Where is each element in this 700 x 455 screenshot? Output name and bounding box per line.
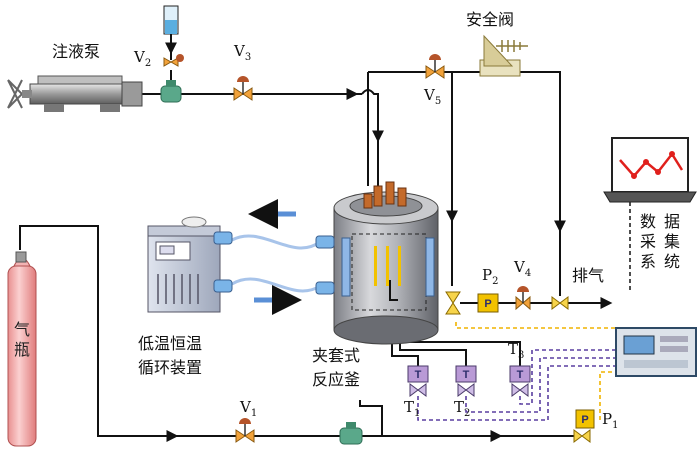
t2-label: T2 [454, 398, 470, 419]
jacketed-reactor [333, 181, 439, 345]
v2-sub: 2 [144, 58, 152, 69]
t2-badge: T [463, 369, 470, 381]
das-char-4: 集 [663, 232, 680, 251]
valve-v3 [233, 76, 253, 101]
p1-label: P1 [602, 410, 618, 431]
v1-main: V [240, 398, 251, 416]
laptop [603, 137, 697, 203]
t3-label: T3 [508, 340, 524, 361]
valve-p1 [573, 429, 591, 443]
gas-bottle-label-char-2: 瓶 [13, 340, 30, 359]
p2-label: P2 [482, 266, 498, 287]
v1-sub: 1 [250, 408, 258, 419]
t1-sub: 1 [414, 408, 421, 419]
t1-main: T [404, 398, 415, 416]
v4-main: V [514, 258, 525, 276]
gas-bottle-label-char-1: 气 [13, 320, 30, 339]
temp-sensor-t3: T [509, 365, 531, 397]
reactor-label-line2: 反应釜 [312, 370, 361, 389]
pipe-network [19, 71, 613, 442]
das-char-5: 系 [639, 252, 656, 271]
safety-valve [479, 34, 528, 77]
t3-badge: T [517, 369, 524, 381]
pump-label: 注液泵 [52, 42, 101, 61]
valve-v4 [515, 286, 531, 311]
pneumatic-valve-pump [160, 70, 182, 103]
p2-main: P [482, 266, 493, 284]
gas-bottle-label: 气 瓶 [10, 320, 34, 360]
t1-label: T1 [404, 398, 420, 419]
low-temp-circulator [147, 216, 335, 313]
t3-main: T [508, 340, 519, 358]
safety-valve-label: 安全阀 [466, 10, 515, 29]
v4-sub: 4 [524, 268, 532, 279]
t2-main: T [454, 398, 465, 416]
pressure-sensor-p1: P [575, 409, 595, 429]
das-char-1: 数 [639, 212, 656, 231]
valve-reactor-outlet [445, 291, 461, 315]
coolant-flow [231, 199, 321, 315]
t3-sub: 3 [518, 350, 525, 361]
data-logger [615, 327, 697, 377]
valve-v2 [163, 54, 184, 67]
v2-label: V2 [134, 48, 151, 69]
temp-sensor-t1: T [407, 365, 429, 397]
v1-label: V1 [240, 398, 257, 419]
exhaust-label: 排气 [572, 266, 605, 285]
p2-sub: 2 [492, 276, 499, 287]
das-char-3: 采 [639, 232, 656, 251]
valve-v5 [425, 54, 445, 79]
p1-sub: 1 [612, 420, 619, 431]
v4-label: V4 [514, 258, 531, 279]
pressure-sensor-p2: P [477, 293, 499, 313]
valve-exhaust [551, 296, 569, 310]
p1-main: P [602, 410, 613, 428]
v5-sub: 5 [434, 96, 442, 107]
v3-main: V [234, 42, 245, 60]
v2-main: V [134, 48, 145, 66]
reactor-label-line1: 夹套式 [312, 346, 361, 365]
p1-badge: P [581, 414, 588, 426]
circulator-label-line2: 循环装置 [138, 358, 203, 377]
gas-cylinder [7, 251, 37, 447]
p2-badge: P [484, 298, 491, 310]
v3-sub: 3 [244, 52, 252, 63]
temp-sensor-t2: T [455, 365, 477, 397]
t2-sub: 2 [464, 408, 471, 419]
t1-badge: T [415, 369, 422, 381]
das-char-6: 统 [663, 252, 680, 271]
das-char-2: 据 [663, 212, 680, 231]
valve-v1 [235, 418, 255, 443]
syringe-pump [7, 75, 143, 112]
circulator-label-line1: 低温恒温 [138, 334, 203, 353]
v5-main: V [424, 86, 435, 104]
v5-label: V5 [424, 86, 441, 107]
reagent-vial [163, 5, 179, 60]
v3-label: V3 [234, 42, 251, 63]
pneumatic-valve-gas [339, 422, 363, 445]
das-label: 数据 采集 系统 [636, 212, 684, 272]
